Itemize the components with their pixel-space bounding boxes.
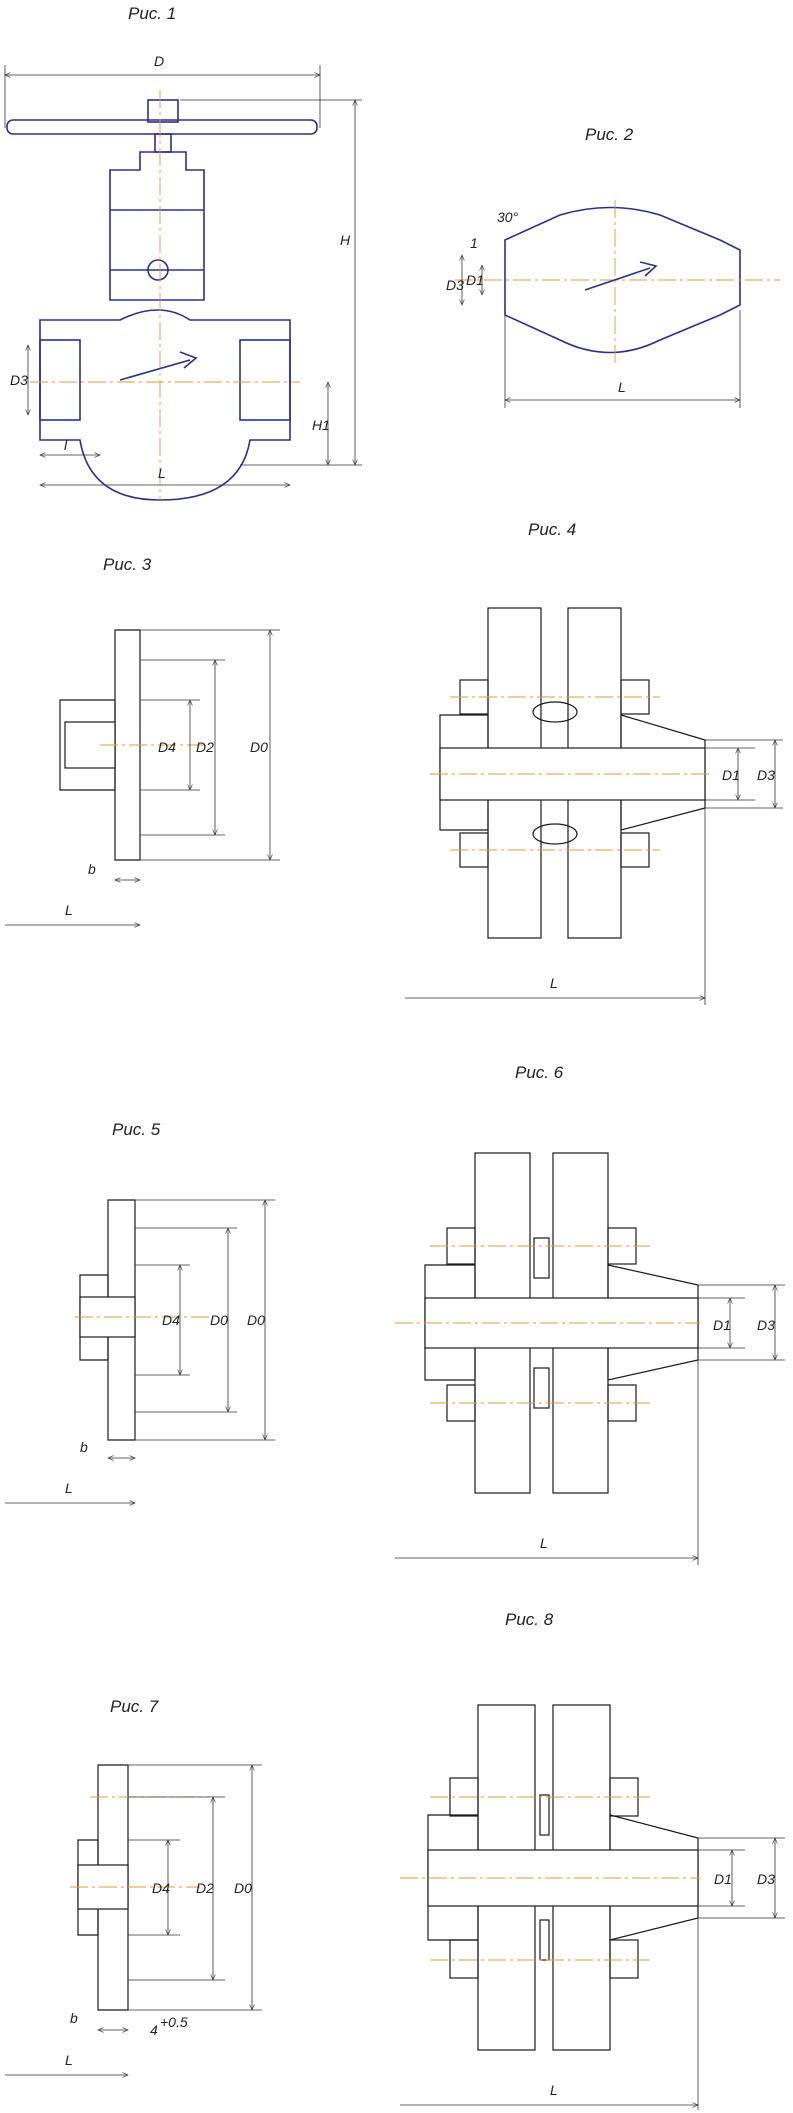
fig3-dim-d0: D0 (250, 739, 268, 755)
fig4-dim-d3: D3 (757, 767, 775, 783)
fig7-dim-tol: 4 (150, 2022, 158, 2038)
fig6-dim-l-big: L (540, 1535, 548, 1551)
figure-5-caption: Рис. 5 (112, 1120, 161, 1139)
fig3-dim-b: b (88, 861, 96, 877)
figure-7-caption: Рис. 7 (110, 1697, 159, 1716)
fig6-gasket-bottom (533, 1367, 550, 1409)
fig3-dim-l-big: L (65, 902, 73, 918)
fig3-dim-d4: D4 (158, 739, 176, 755)
figure-4-caption: Рис. 4 (528, 520, 576, 539)
figure-3-caption: Рис. 3 (103, 555, 152, 574)
fig7-dim-d2: D2 (196, 1880, 214, 1896)
fig1-dim-l-small: l (64, 437, 68, 453)
fig1-dim-h1: H1 (312, 417, 330, 433)
figure-6: Рис. 6 D1 D3 L (395, 1063, 785, 1565)
fig6-gasket-top (533, 1237, 550, 1279)
fig5-dim-d4: D4 (162, 1312, 180, 1328)
fig3-dim-d2: D2 (196, 739, 214, 755)
fig1-nut (147, 99, 179, 123)
fig8-dim-d3: D3 (757, 1871, 775, 1887)
fig8-dim-d1: D1 (714, 1871, 732, 1887)
fig5-dim-b: b (80, 1439, 88, 1455)
figure-2-caption: Рис. 2 (585, 125, 634, 144)
figure-7: Рис. 7 D4 D2 D0 b 4 +0.5 L (5, 1697, 262, 2075)
fig7-dim-l-big: L (65, 2052, 73, 2068)
fig1-dim-d3: D3 (10, 372, 28, 388)
figure-2: Рис. 2 L 30° 1 D3 D1 (446, 125, 780, 408)
fig2-dim-d1: D1 (466, 272, 484, 288)
figure-8: Рис. 8 D1 D3 L (400, 1610, 785, 2110)
figure-4: Рис. 4 D1 D3 L (405, 520, 783, 1005)
fig7-dim-d0: D0 (234, 1880, 252, 1896)
fig2-body (504, 206, 741, 354)
fig1-dim-d: D (154, 53, 164, 69)
fig1-dim-h: H (340, 232, 351, 248)
fig7-dim-b: b (70, 2010, 78, 2026)
fig2-dim-d3: D3 (446, 277, 464, 293)
fig1-flow-arrow (119, 351, 198, 381)
figure-1: Рис. 1 D H H1 D3 l L (5, 4, 362, 501)
fig4-gasket-bottom (532, 823, 578, 845)
fig4-dim-l-big: L (550, 975, 558, 991)
fig5-dim-d0a: D0 (210, 1312, 228, 1328)
fig7-dim-d4: D4 (152, 1880, 170, 1896)
fig8-gasket-top (539, 1794, 550, 1836)
fig1-dim-l-big: L (158, 465, 166, 481)
fig7-dim-tol-sup: +0.5 (160, 2014, 188, 2030)
fig4-gasket-top (532, 701, 578, 723)
fig8-dim-l-big: L (550, 2082, 558, 2098)
fig4-dim-d1: D1 (722, 767, 740, 783)
fig5-dim-l-big: L (65, 1480, 73, 1496)
fig1-bonnet (109, 151, 205, 301)
fig6-dim-d3: D3 (757, 1317, 775, 1333)
figure-6-caption: Рис. 6 (515, 1063, 564, 1082)
figure-3: Рис. 3 D4 D2 D0 b L (5, 555, 280, 925)
fig3-neck (59, 699, 116, 791)
fig2-dim-angle: 30° (497, 209, 519, 225)
fig6-dim-d1: D1 (713, 1317, 731, 1333)
fig8-gasket-bottom (539, 1919, 550, 1961)
fig2-dim-l-big: L (618, 379, 626, 395)
figure-5: Рис. 5 D4 D0 D0 b L (5, 1120, 275, 1503)
figure-8-caption: Рис. 8 (505, 1610, 554, 1629)
fig2-flow-arrow (584, 261, 658, 291)
fig2-dim-one: 1 (470, 235, 478, 251)
fig5-dim-d0b: D0 (247, 1312, 265, 1328)
figure-1-caption: Рис. 1 (128, 4, 176, 23)
